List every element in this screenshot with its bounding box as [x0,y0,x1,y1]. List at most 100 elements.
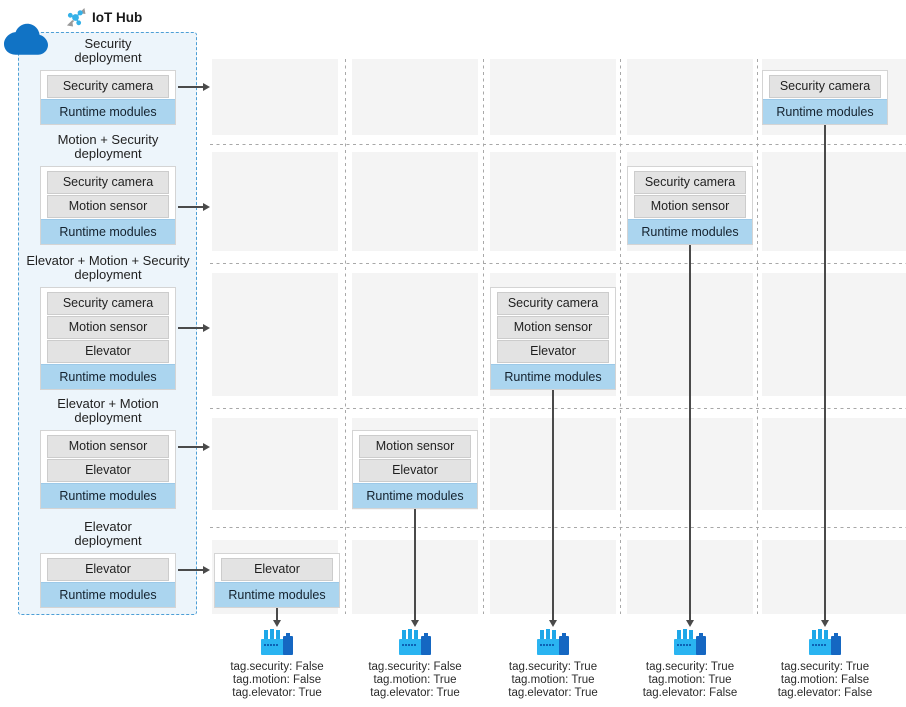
grid-cell [762,418,906,510]
grid-cell [762,273,906,396]
tag-line: tag.elevator: True [508,687,598,699]
module-box: Elevator [359,459,471,482]
factory-icon [674,629,706,655]
grid-cell [490,152,616,251]
tag-line: tag.security: True [645,661,735,673]
factory-icon [399,629,431,655]
runtime-module-box: Runtime modules [628,219,752,244]
arrow-right-line [178,569,204,571]
runtime-module-box: Runtime modules [41,582,175,607]
factory-icon [537,629,569,655]
arrow-down-line [552,390,554,620]
row-divider [210,144,906,145]
device [398,628,432,656]
arrow-down-icon [821,620,829,627]
arrow-right-line [178,86,204,88]
runtime-module-box: Runtime modules [491,364,615,389]
deployment-title-line2: deployment [74,410,142,425]
tag-line: tag.elevator: True [370,687,460,699]
module-box: Motion sensor [634,195,746,218]
module-box: Security camera [47,75,169,98]
runtime-module-box: Runtime modules [215,582,339,607]
module-box: Motion sensor [47,435,169,458]
device [260,628,294,656]
tag-line: tag.elevator: False [777,687,873,699]
tag-line: tag.motion: True [648,674,732,686]
module-box: Elevator [497,340,609,363]
arrow-down-line [824,125,826,620]
tag-line: tag.security: False [230,661,324,673]
iot-hub-header: IoT Hub [66,6,142,28]
grid-cell [627,59,753,135]
module-box: Elevator [47,459,169,482]
arrow-down-icon [549,620,557,627]
deployment-title-line2: deployment [74,146,142,161]
module-box: Motion sensor [497,316,609,339]
module-box: Motion sensor [359,435,471,458]
runtime-module-box: Runtime modules [41,99,175,124]
tag-line: tag.motion: True [373,674,457,686]
arrow-right-icon [203,202,210,211]
tag-line: tag.motion: False [232,674,322,686]
module-box: Elevator [221,558,333,581]
arrow-right-line [178,206,204,208]
grid-cell [212,59,338,135]
tag-line: tag.security: True [508,661,598,673]
deployment-title-line1: Elevator + Motion [57,396,159,411]
deployment-title-line1: Elevator + Motion + Security [26,253,190,268]
runtime-module-box: Runtime modules [353,483,477,508]
arrow-right-line [178,446,204,448]
factory-icon [261,629,293,655]
deployment-title-line1: Security [84,36,132,51]
row-divider [210,408,906,409]
runtime-module-box: Runtime modules [763,99,887,124]
tag-line: tag.elevator: True [232,687,322,699]
grid-cell [352,59,478,135]
arrow-down-line [276,608,278,620]
device [808,628,842,656]
device [536,628,570,656]
column-divider [757,59,758,614]
tag-line: tag.security: True [780,661,870,673]
module-box: Elevator [47,558,169,581]
grid-cell [352,152,478,251]
tag-line: tag.motion: False [780,674,870,686]
arrow-right-icon [203,323,210,332]
runtime-module-box: Runtime modules [41,219,175,244]
arrow-down-icon [273,620,281,627]
arrow-right-icon [203,82,210,91]
module-box: Elevator [47,340,169,363]
deployment-title-line1: Elevator [84,519,132,534]
grid-cell [212,418,338,510]
deployment-title-line1: Motion + Security [57,132,159,147]
iot-hub-icon [66,7,86,26]
module-box: Security camera [497,292,609,315]
device [673,628,707,656]
column-divider [345,59,346,614]
runtime-module-box: Runtime modules [41,364,175,389]
grid-cell [212,273,338,396]
runtime-module-box: Runtime modules [41,483,175,508]
row-divider [210,263,906,264]
arrow-right-line [178,327,204,329]
tag-line: tag.security: False [368,661,462,673]
module-box: Security camera [769,75,881,98]
module-box: Motion sensor [47,195,169,218]
grid-cell [762,540,906,614]
arrow-down-line [689,245,691,620]
